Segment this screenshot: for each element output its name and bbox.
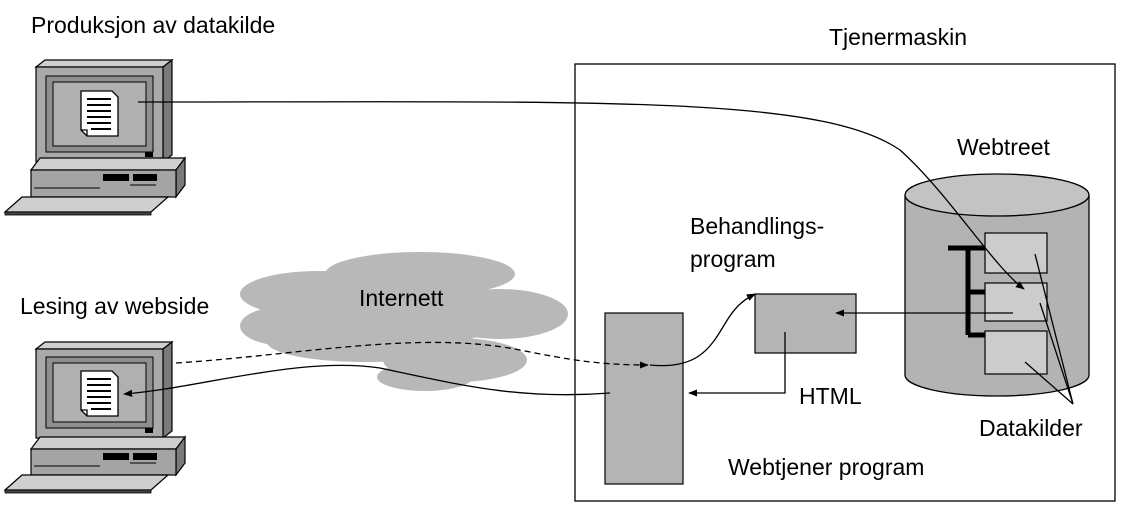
webserver-label: Webtjener program [728, 454, 925, 480]
datasource-box-2 [984, 282, 1048, 322]
processing-label-line1: Behandlings- [690, 213, 825, 239]
production-computer [3, 58, 187, 216]
pointer-datasource-3 [1024, 361, 1074, 405]
datasource-box-3 [984, 330, 1048, 375]
pointer-datasource-1 [1034, 253, 1074, 405]
production-label: Produksjon av datakilde [31, 12, 276, 38]
document-icon [80, 370, 119, 417]
arrow-request-dashed [175, 341, 649, 369]
processing-box [754, 293, 857, 354]
html-label: HTML [799, 383, 862, 409]
datasources-label: Datakilder [979, 415, 1083, 441]
webserver-box [604, 312, 684, 485]
webtree-label: Webtreet [957, 134, 1050, 160]
processing-label-line2: program [690, 246, 776, 272]
internet-cloud [240, 252, 568, 391]
internet-label: Internett [359, 285, 444, 311]
database-cylinder-icon [904, 173, 1090, 397]
server-machine-label: Tjenermaskin [829, 24, 968, 50]
reading-computer [3, 340, 187, 494]
arrow-html-to-webserver [688, 332, 786, 397]
arrow-production-to-datasource [137, 101, 1025, 290]
arrow-webserver-to-reader [123, 364, 611, 397]
cloud-icon [240, 252, 568, 391]
server-machine-frame [574, 63, 1116, 502]
document-icon [80, 90, 119, 137]
arrow-webserver-to-processing [649, 293, 756, 367]
reading-label: Lesing av webside [20, 293, 210, 319]
pointer-datasource-2 [1039, 302, 1074, 405]
datasource-box-1 [984, 232, 1048, 274]
